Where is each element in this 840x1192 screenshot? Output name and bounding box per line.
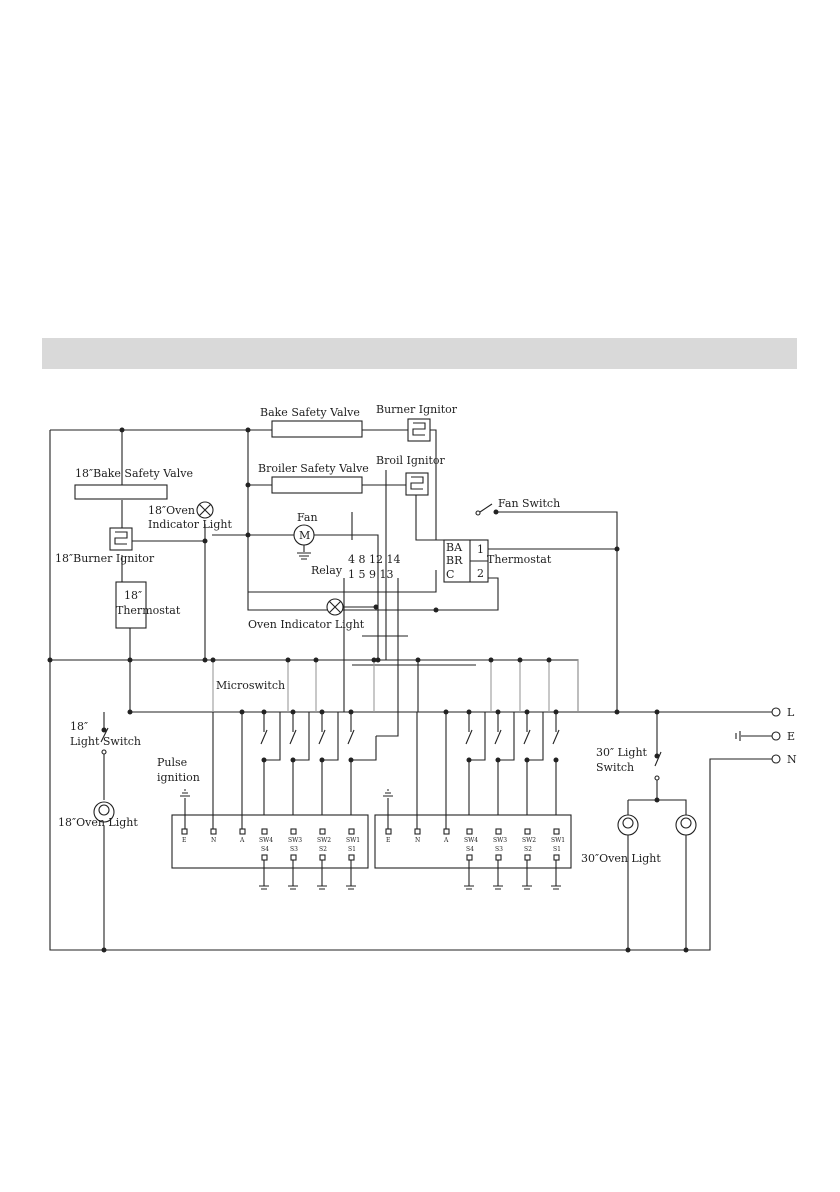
terminal-n-label: N: [787, 753, 797, 766]
section-header-bar: [42, 338, 797, 369]
module-left-pin-n: N: [211, 837, 216, 844]
broiler-safety-valve-label: Broiler Safety Valve: [258, 462, 369, 475]
module-right-pin-sw4: SW4: [464, 837, 478, 844]
module-right-pin-a: A: [443, 837, 449, 844]
terminal-l: [771, 707, 781, 717]
pulse-ignition-label-line1: Pulse: [157, 756, 187, 769]
module-left-pin-sw2: SW2: [317, 837, 331, 844]
broiler-safety-valve: [271, 476, 363, 494]
oven-light-18-label: 18″Oven Light: [58, 816, 138, 829]
module-right-pin-s4: S4: [466, 846, 474, 853]
microswitch-group-right: [465, 712, 560, 829]
thermostat-pin-2: 2: [477, 567, 484, 580]
thermostat-pin-br: BR: [446, 554, 463, 567]
burner-ignitor-18-icon: [109, 527, 133, 551]
burner-ignitor-label: Burner Ignitor: [376, 403, 458, 416]
relay-top-pins: 4 8 12 14: [348, 553, 400, 566]
thermostat-pin-1: 1: [477, 543, 484, 556]
thermostat-18-box: [115, 581, 147, 629]
thermostat-18-label-line2: Thermostat: [116, 604, 181, 617]
terminal-l-label: L: [787, 706, 795, 719]
terminal-e-label: E: [787, 730, 795, 743]
light-switch-18-label-line2: Light Switch: [70, 735, 141, 748]
module-left-pin-sw1: SW1: [346, 837, 360, 844]
relay-bottom-pins: 1 5 9 13: [348, 568, 393, 581]
module-right-pin-s3: S3: [495, 846, 503, 853]
module-left-pin-sw4: SW4: [259, 837, 273, 844]
fan-motor-icon: [293, 524, 315, 560]
oven-light-30-label: 30″Oven Light: [581, 852, 661, 865]
module-right-pin-e: E: [386, 837, 390, 844]
fan-label: Fan: [297, 511, 318, 524]
oven-light-18-icon: [93, 801, 115, 823]
fan-switch-icon: [475, 503, 499, 516]
module-left-pin-s4: S4: [261, 846, 269, 853]
fan-switch-label: Fan Switch: [498, 497, 560, 510]
terminal-n: [771, 754, 781, 764]
module-right-pin-s2: S2: [524, 846, 532, 853]
light-switch-30-label-line1: 30″ Light: [596, 746, 648, 759]
burner-ignitor-icon: [407, 418, 431, 442]
broil-ignitor-icon: [405, 472, 429, 496]
bake-safety-valve-label: Bake Safety Valve: [260, 406, 360, 419]
microswitch-label: Microswitch: [216, 679, 285, 692]
relay-label: Relay: [311, 564, 343, 577]
bake-safety-valve: [271, 420, 363, 438]
terminal-e: [735, 731, 781, 741]
light-switch-18-label-line1: 18″: [70, 720, 88, 733]
main-wiring: [49, 429, 772, 951]
module-right-pin-s1: S1: [553, 846, 561, 853]
module-right-pin-sw1: SW1: [551, 837, 565, 844]
pulse-ignition-label-line2: ignition: [157, 771, 200, 784]
bake-safety-valve-18: [74, 484, 168, 500]
module-left-pin-a: A: [239, 837, 245, 844]
thermostat-label: Thermostat: [487, 553, 552, 566]
oven-light-30-right-icon: [675, 814, 697, 836]
oven-indicator-18-label-line2: Indicator Light: [148, 518, 232, 531]
oven-indicator-light-icon: [326, 598, 344, 616]
junction-dots: [47, 427, 689, 953]
light-switch-18-icon: [100, 712, 109, 950]
oven-indicator-light-label: Oven Indicator Light: [248, 618, 365, 631]
module-right-pin-sw3: SW3: [493, 837, 507, 844]
oven-indicator-light-18-icon: [196, 501, 214, 519]
thermostat-pin-ba: BA: [446, 541, 463, 554]
light-switch-30-icon: [627, 712, 687, 950]
oven-indicator-18-label-line1: 18″Oven: [148, 504, 195, 517]
bake-safety-valve-18-label: 18″Bake Safety Valve: [75, 467, 193, 480]
fan-motor-label: M: [299, 529, 310, 542]
module-left-pin-s3: S3: [290, 846, 298, 853]
module-left-pin-s1: S1: [348, 846, 356, 853]
module-left-pin-sw3: SW3: [288, 837, 302, 844]
module-left-pin-e: E: [182, 837, 186, 844]
broil-ignitor-label: Broil Ignitor: [376, 454, 446, 467]
module-pin-squares: [181, 828, 560, 861]
module-left-pin-s2: S2: [319, 846, 327, 853]
pulse-ignition-module-right: [374, 814, 572, 869]
oven-light-30-left-icon: [617, 814, 639, 836]
burner-ignitor-18-label: 18″Burner Ignitor: [55, 552, 155, 565]
module-right-pin-sw2: SW2: [522, 837, 536, 844]
thermostat-18-label-line1: 18″: [124, 589, 142, 602]
module-right-pin-n: N: [415, 837, 420, 844]
light-switch-30-label-line2: Switch: [596, 761, 634, 774]
microswitch-group-left: [260, 712, 355, 829]
pulse-ignition-module-left: [171, 814, 369, 869]
thermostat-pin-c: C: [446, 568, 454, 581]
